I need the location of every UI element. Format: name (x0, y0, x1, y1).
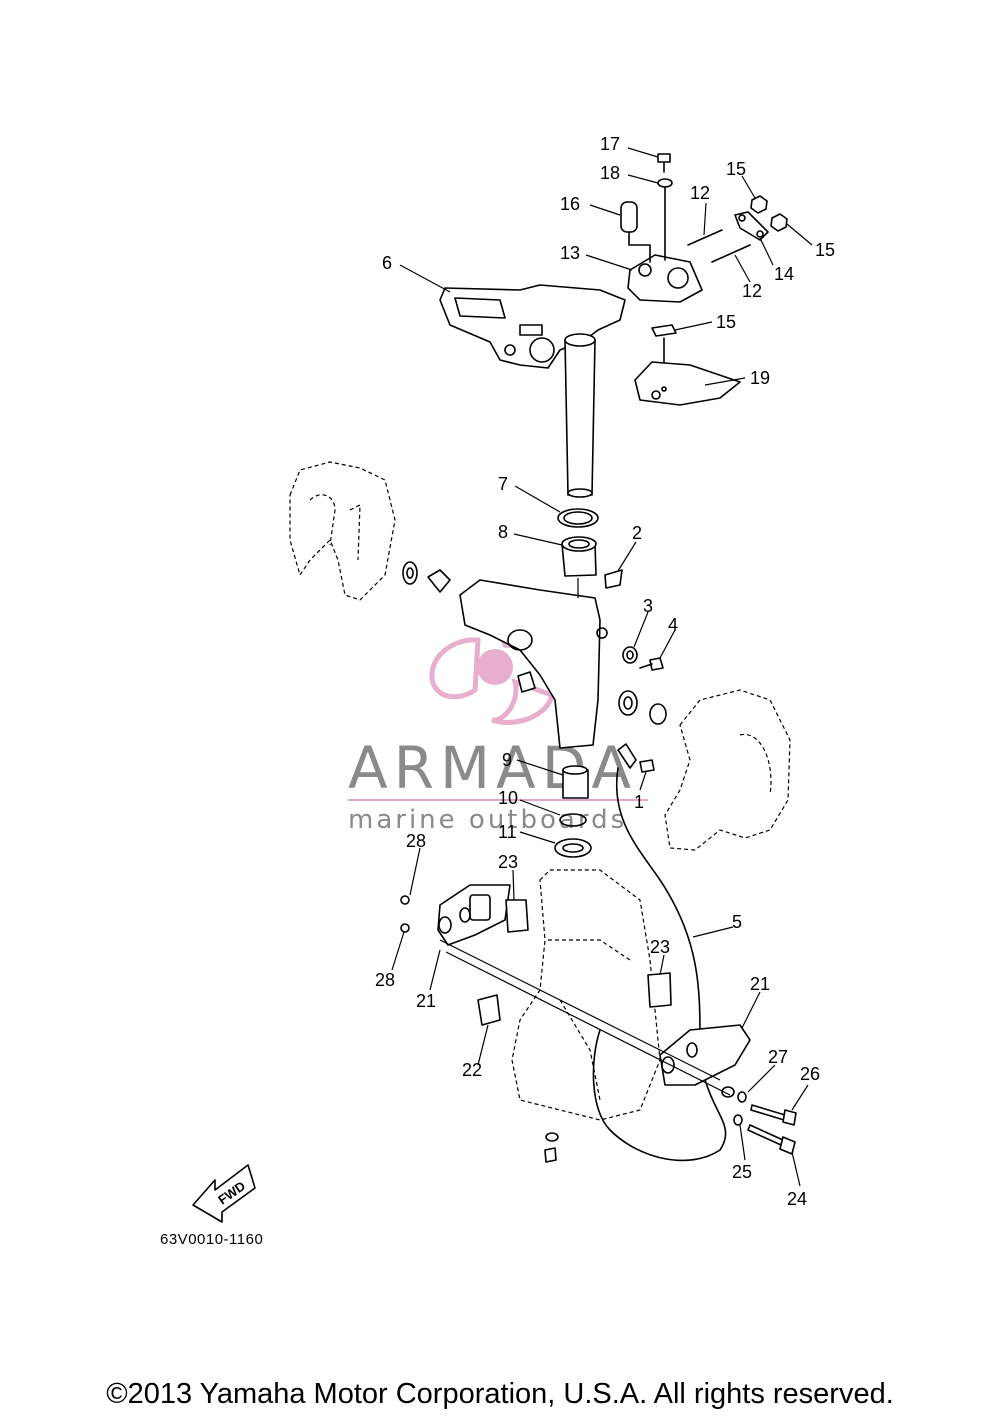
bushing-9 (562, 765, 589, 799)
callout-14: 14 (774, 264, 794, 284)
bushing-8 (561, 536, 597, 577)
callout-24: 24 (787, 1189, 807, 1209)
bolt-19 (657, 153, 671, 173)
spring (618, 690, 667, 725)
figure-code: 63V0010-1160 (160, 1231, 263, 1248)
leader-lines (391, 147, 813, 1187)
callout-13: 13 (560, 243, 580, 263)
callout-1: 1 (634, 792, 644, 812)
callout-21-a: 21 (750, 974, 770, 994)
callout-26: 26 (800, 1064, 820, 1084)
callout-22: 22 (462, 1060, 482, 1080)
friction-block (627, 187, 703, 303)
washer-27 (737, 1091, 747, 1103)
wire-5 (592, 767, 727, 1162)
bolt-4 (639, 657, 664, 671)
callout-17: 15 (716, 312, 736, 332)
stud-12-b (711, 244, 751, 263)
mount-23-left (505, 899, 529, 933)
bolt-26 (750, 1104, 797, 1126)
ring-terminal (721, 1086, 735, 1098)
plate-18 (634, 361, 741, 406)
ground-lead-1 (617, 743, 655, 773)
stud-12-a (687, 229, 723, 246)
callout-23-a: 23 (498, 852, 518, 872)
callout-4: 4 (668, 615, 678, 635)
steering-bracket (439, 284, 626, 498)
callout-21-b: 21 (416, 991, 436, 1011)
seal-11 (554, 838, 592, 858)
collar-3 (622, 646, 638, 664)
fwd-arrow-icon (192, 1164, 256, 1223)
swivel-bracket (459, 579, 608, 749)
callout-16: 16 (560, 194, 580, 214)
mount-bracket-21-left (437, 884, 511, 946)
callout-6: 6 (382, 253, 392, 273)
washer-left (402, 561, 451, 593)
clamp-bracket-left (289, 461, 396, 601)
callout-12-b: 12 (742, 281, 762, 301)
pin-16 (620, 201, 651, 263)
plate-2 (604, 569, 623, 589)
grommets-28 (400, 895, 410, 933)
callout-9: 9 (502, 750, 512, 770)
callout-8: 8 (498, 522, 508, 542)
callout-28-b: 28 (375, 970, 395, 990)
clamp-bracket-right (664, 689, 791, 851)
mount-23-right (647, 972, 672, 1008)
mount-22 (477, 994, 501, 1026)
callout-15-b: 15 (815, 240, 835, 260)
callout-2: 2 (632, 523, 642, 543)
callout-10: 10 (498, 788, 518, 808)
callout-25: 25 (732, 1162, 752, 1182)
callout-5: 5 (732, 912, 742, 932)
plate-14 (734, 211, 769, 241)
callout-11: 11 (498, 822, 517, 842)
nut-15-b (770, 213, 788, 232)
washer-25 (733, 1114, 743, 1126)
callout-12-a: 12 (690, 183, 710, 203)
callout-20: 18 (600, 163, 620, 183)
o-ring-10 (559, 813, 587, 827)
callout-numbers: 17 18 16 12 15 13 15 14 12 6 15 19 7 8 2… (375, 134, 835, 1209)
callout-3: 3 (643, 596, 653, 616)
callout-7: 7 (498, 474, 508, 494)
copyright-notice: ©2013 Yamaha Motor Corporation, U.S.A. A… (106, 1378, 894, 1410)
callout-15-a: 15 (726, 159, 746, 179)
nut-15-a (750, 195, 768, 214)
callout-19: 17 (600, 134, 620, 154)
ground-screw (544, 1132, 559, 1163)
washer-20 (657, 178, 673, 188)
lower-casing (511, 869, 661, 1121)
bushing-7 (557, 508, 599, 528)
watermark-tagline: marine outboards (348, 805, 627, 835)
bolt-24 (747, 1124, 796, 1155)
callout-27: 27 (768, 1047, 788, 1067)
callout-18: 19 (750, 368, 770, 388)
callout-28-a: 28 (406, 831, 426, 851)
callout-23-b: 23 (650, 937, 670, 957)
mount-bracket-21-right (659, 1024, 751, 1086)
